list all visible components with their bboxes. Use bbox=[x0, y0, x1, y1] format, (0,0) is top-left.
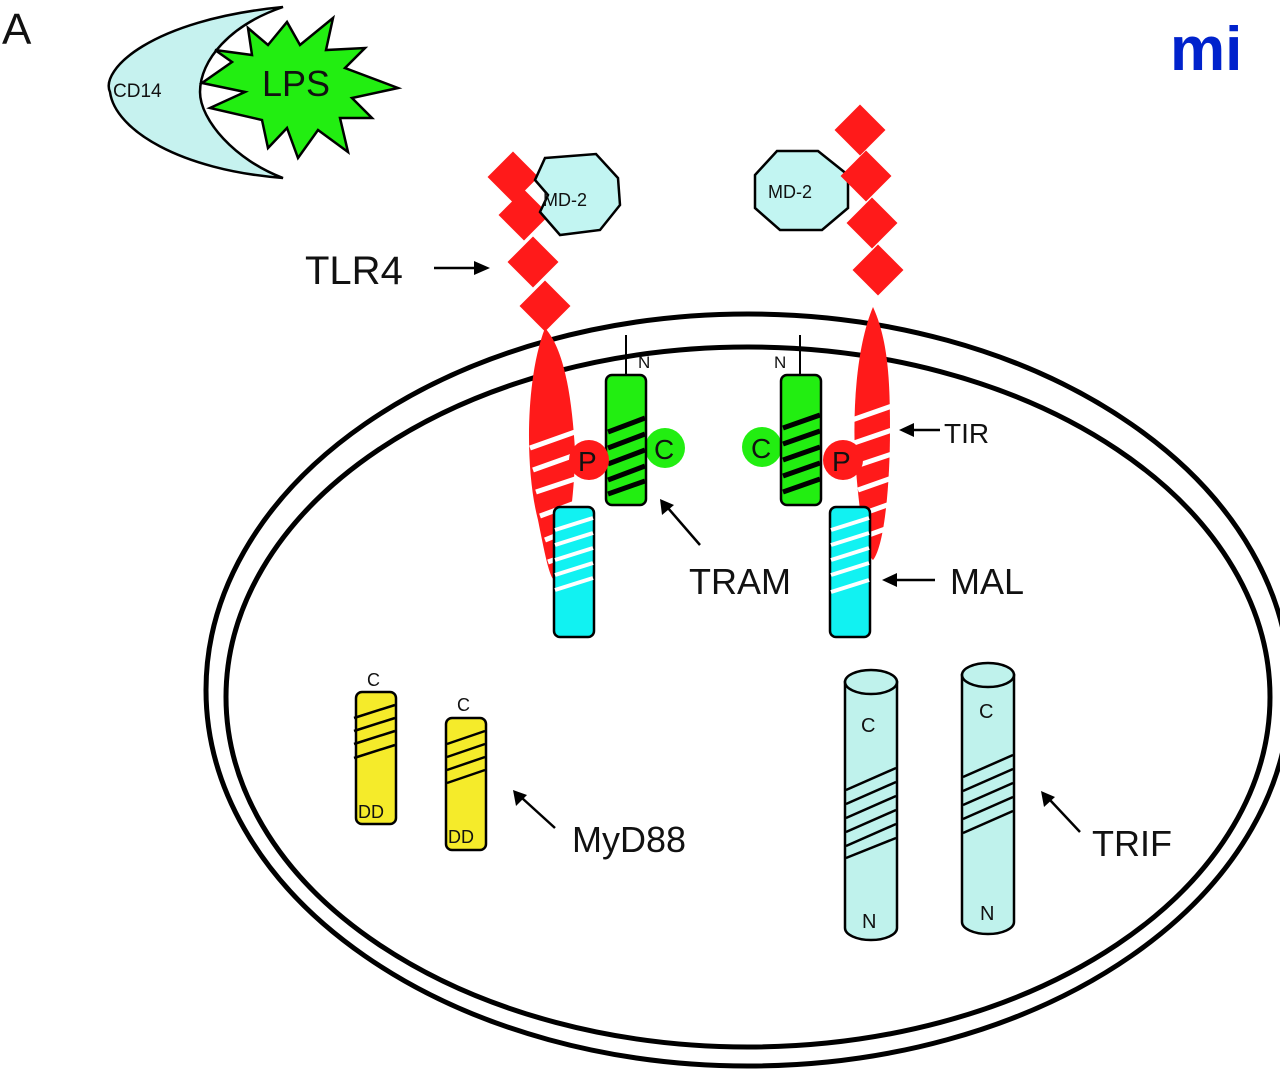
md2-left: MD-2 bbox=[533, 152, 622, 237]
tlr4-tir-body bbox=[854, 307, 890, 560]
tram-right-n-label: N bbox=[774, 353, 786, 372]
trif-1-n-label: N bbox=[862, 911, 876, 933]
trif-2: C N bbox=[960, 661, 1016, 936]
trif-cylinder-body bbox=[843, 680, 899, 942]
tir-arrowhead bbox=[899, 423, 914, 437]
phospho-right-label: P bbox=[832, 446, 851, 477]
trif-arrow bbox=[1049, 799, 1081, 833]
tram-stripes bbox=[782, 412, 821, 495]
journal-logo: mi bbox=[1170, 15, 1242, 84]
md2-shape bbox=[753, 149, 850, 232]
lrr-domain bbox=[840, 150, 892, 202]
tir-label: TIR bbox=[944, 418, 989, 449]
trif-cylinder-top bbox=[960, 661, 1016, 689]
trif-1-c-label: C bbox=[861, 715, 875, 737]
myd88-stripes bbox=[353, 703, 396, 760]
mal-arrowhead bbox=[882, 573, 897, 587]
myd88-1-dd-label: DD bbox=[358, 802, 384, 822]
outer-membrane bbox=[203, 311, 1280, 1069]
mal-body bbox=[552, 505, 596, 639]
mal-label: MAL bbox=[950, 561, 1024, 602]
tram-stripes bbox=[607, 415, 646, 497]
myd88-1: C DD bbox=[353, 670, 398, 826]
lrr-domain bbox=[852, 244, 904, 296]
panel-label: A bbox=[2, 5, 32, 54]
phospho-left-label: P bbox=[578, 446, 597, 477]
cd14-shape bbox=[107, 5, 284, 180]
myd88-2-dd-label: DD bbox=[448, 827, 474, 847]
myd88-arrow bbox=[521, 797, 556, 829]
lps-starburst bbox=[198, 14, 403, 161]
tram-left-n-label: N bbox=[638, 353, 650, 372]
myd88-2: C DD bbox=[444, 695, 488, 852]
tram-arrow bbox=[667, 507, 701, 546]
lrr-domain bbox=[834, 104, 886, 156]
trif-2-n-label: N bbox=[980, 903, 994, 925]
md2-left-label: MD-2 bbox=[543, 190, 587, 210]
phospho-site bbox=[823, 440, 863, 480]
cd14-label: CD14 bbox=[113, 81, 162, 102]
mal-right bbox=[828, 505, 872, 639]
myd88-stripes bbox=[446, 729, 486, 785]
trif-1: C N bbox=[843, 668, 899, 942]
tram-c-domain bbox=[742, 427, 782, 467]
tram-left-c-label: C bbox=[654, 434, 674, 465]
mal-left bbox=[552, 505, 596, 639]
md2-shape bbox=[533, 152, 622, 237]
tlr4-arrowhead bbox=[474, 261, 490, 275]
myd88-1-c-label: C bbox=[367, 670, 380, 690]
mal-stripes bbox=[554, 516, 594, 592]
tram-right: N C P bbox=[742, 335, 863, 507]
cd14: CD14 bbox=[107, 5, 284, 180]
trif-cylinder-top bbox=[843, 668, 899, 696]
trif-2-c-label: C bbox=[979, 701, 993, 723]
logo-text: mi bbox=[1170, 15, 1242, 84]
trif-arrowhead bbox=[1041, 791, 1055, 807]
myd88-body bbox=[444, 716, 488, 852]
mal-stripes bbox=[830, 516, 870, 594]
lps-label: LPS bbox=[262, 63, 330, 104]
lps: LPS bbox=[198, 14, 403, 161]
inner-membrane bbox=[223, 344, 1273, 1050]
annotation-arrows bbox=[434, 261, 1081, 833]
lrr-domain bbox=[519, 280, 571, 332]
trif-cylinder-body bbox=[960, 673, 1016, 936]
tram-label: TRAM bbox=[689, 561, 791, 602]
mal-body bbox=[828, 505, 872, 639]
tram-arrowhead bbox=[660, 499, 674, 515]
myd88-2-c-label: C bbox=[457, 695, 470, 715]
md2-right-label: MD-2 bbox=[768, 182, 812, 202]
lrr-domain bbox=[487, 151, 539, 203]
tlr4-label: TLR4 bbox=[305, 249, 403, 293]
tram-c-domain bbox=[645, 428, 685, 468]
tram-left: N C P bbox=[569, 335, 685, 507]
myd88-arrowhead bbox=[513, 790, 527, 806]
trif-stripes bbox=[845, 766, 897, 860]
lrr-domain bbox=[846, 197, 898, 249]
md2-right: MD-2 bbox=[753, 149, 850, 232]
tlr4-right bbox=[834, 104, 904, 560]
cell-membrane bbox=[203, 311, 1280, 1069]
myd88-label: MyD88 bbox=[572, 819, 686, 860]
lrr-domain bbox=[507, 236, 559, 288]
trif-label: TRIF bbox=[1092, 823, 1172, 864]
tlr4-stripes bbox=[529, 429, 579, 565]
phospho-site bbox=[569, 440, 609, 480]
trif-stripes bbox=[962, 753, 1014, 835]
tram-right-c-label: C bbox=[751, 433, 771, 464]
